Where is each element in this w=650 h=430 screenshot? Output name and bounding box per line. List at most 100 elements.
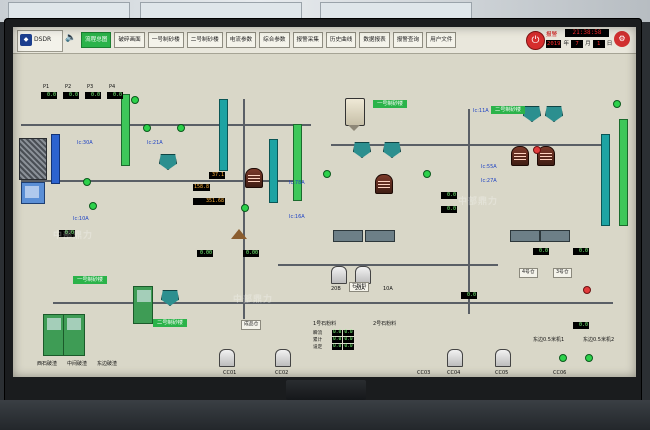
current-label: Ic:21A [147,140,163,146]
tab-history-curve[interactable]: 历史曲线 [325,32,357,48]
equipment-tag: P3 [87,84,94,90]
equipment-tag: P1 [43,84,50,90]
status-indicator [559,354,567,362]
pump-tag: CC01 [223,370,237,376]
conveyor-line [468,109,470,314]
speaker-icon[interactable]: 🔈 [65,33,77,43]
tank-tag: 10A [383,286,393,292]
storage-tank [219,349,235,367]
conveyor-line [331,144,601,146]
value-display: 0.00 [197,250,213,257]
crusher-icon [523,106,541,122]
value-display: 0.0 [41,92,57,99]
silo-icon [511,146,529,166]
table-row: 累计 0.0 0.0 [313,337,354,343]
value-display: 0.0 [63,92,79,99]
tab-sand-building-1[interactable]: 一号制砂楼 [147,32,184,48]
section-header: 二号制砂楼 [153,319,187,327]
conveyor-line [278,264,498,266]
section-label: 西石破渣 [37,361,58,367]
tab-user-files[interactable]: 用户文件 [426,32,457,48]
equipment-tag: P2 [65,84,72,90]
status-indicator [323,170,331,178]
tab-crushing[interactable]: 破碎画面 [114,32,145,48]
row-label: 瞬流 [313,331,323,336]
row-value: 0.0 [332,337,343,343]
silo-icon [375,174,393,194]
crusher-icon [161,290,179,306]
settings-icon[interactable]: ⚙ [614,31,630,47]
value-display: 158.8 [193,184,211,191]
equipment-tag: P4 [109,84,116,90]
section-header: 一号制砂楼 [73,276,107,284]
material-pile [231,229,247,239]
storage-tank [447,349,463,367]
row-label: 累计 [313,338,323,343]
value-display: 37.1 [209,172,225,179]
vibrating-screen [365,230,395,242]
current-label: Ic:27A [481,178,497,184]
value-display: 0.0 [59,230,75,237]
row-label: 设定 [313,345,323,350]
date-month: 7 [571,40,584,48]
power-button[interactable]: ⏻ [526,31,545,50]
vibrating-screen [333,230,363,242]
crusher-icon [383,142,401,158]
logo-text: DSDR [34,36,52,43]
storage-tank [495,349,511,367]
tab-alarm-collect[interactable]: 报警采集 [292,32,323,48]
tab-current-params[interactable]: 电流参数 [225,32,257,48]
section-label: 东边0.5米机2 [583,337,615,343]
silo-3-button[interactable]: 3号仓 [553,268,572,278]
warehouse-button[interactable]: 成品仓 [241,320,262,330]
clock-display: 21:38:58 [565,29,609,37]
pump-tag: CC04 [447,370,461,376]
value-display: 0.0 [573,248,589,255]
date-sep: 年 [563,41,570,47]
stone-powder-table: 瞬流 0.0 0.0 累计 0.0 0.0 设定 0.0 0.0 [313,330,354,350]
tab-data-report[interactable]: 数据报表 [359,32,390,48]
table-title: 1号石粉料 [313,321,337,327]
top-toolbar: ◆ DSDR 🔈 流程总图 破碎画面 一号制砂楼 二号制砂楼 电流参数 综合参数… [13,27,636,54]
chute-button[interactable]: 石粉料 [349,282,370,292]
tab-sand-building-2[interactable]: 二号制砂楼 [186,32,223,48]
silo-4-button[interactable]: 4号仓 [519,268,538,278]
row-value: 0.0 [332,344,343,350]
pump-tag: CC03 [417,370,431,376]
vibrating-screen [540,230,570,242]
crusher-icon [545,106,563,122]
conveyor-line [21,124,311,126]
conveyor-line [21,180,301,182]
tab-overview[interactable]: 流程总图 [81,32,112,48]
belt-conveyor [293,124,302,201]
status-indicator-red [533,146,541,154]
status-indicator [423,170,431,178]
tank-tag: 20B [331,286,341,292]
tank-tag: 20A [355,286,365,292]
status-indicator-red [583,286,591,294]
row-value: 0.0 [343,330,354,336]
company-logo: ◆ DSDR [17,30,63,52]
pump-tag: CC06 [553,370,567,376]
status-indicator [143,124,151,132]
crusher-icon [159,154,177,170]
section-label: 东边0.5米机1 [533,337,565,343]
scada-screen: ◆ DSDR 🔈 流程总图 破碎画面 一号制砂楼 二号制砂楼 电流参数 综合参数… [13,27,636,377]
date-sep: 月 [585,41,591,47]
tab-general-params[interactable]: 综合参数 [259,32,290,48]
status-indicator [83,178,91,186]
section-header: 一号制砂楼 [373,100,407,108]
section-label: 中间破渣 [67,361,88,367]
feeder-icon [21,182,45,204]
row-value: 0.0 [343,337,354,343]
watermark: 中部鼎力 [53,231,94,241]
bucket-elevator [43,314,65,356]
section-header: 二号制砂楼 [491,106,525,114]
silo-icon [537,146,555,166]
tab-alarm-query[interactable]: 报警查询 [392,32,424,48]
belt-conveyor [269,139,278,203]
watermark: 中部鼎力 [233,295,274,305]
silo-icon [245,168,263,188]
row-value: 0.0 [343,344,354,350]
